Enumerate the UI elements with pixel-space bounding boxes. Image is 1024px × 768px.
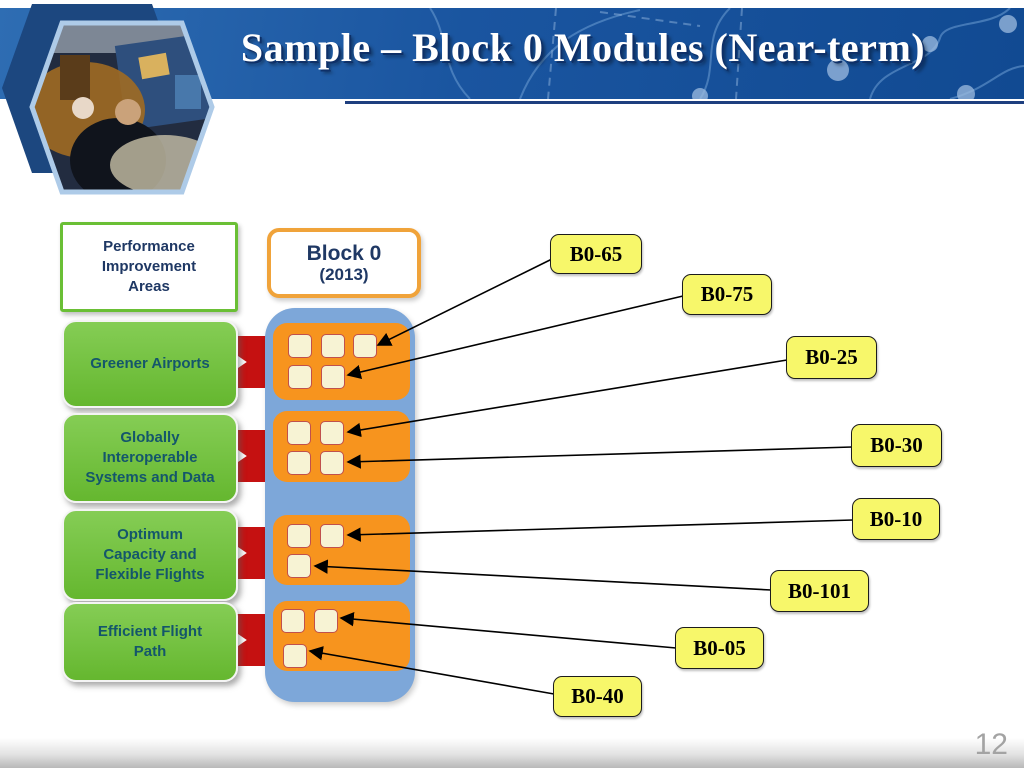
module-group-1: [273, 323, 410, 400]
module-square: [287, 451, 311, 475]
area-globally-interoperable: Globally Interoperable Systems and Data: [62, 413, 238, 503]
banner-map-pattern: [429, 8, 1024, 99]
module-square: [288, 334, 312, 358]
slide-title: Sample – Block 0 Modules (Near-term): [240, 25, 926, 70]
module-square-b0-101: [287, 554, 311, 578]
callout-b0-40: B0-40: [553, 676, 642, 717]
block0-header: Block 0 (2013): [267, 228, 421, 298]
module-group-4: [273, 601, 410, 671]
block0-title: Block 0: [306, 241, 382, 265]
module-square: [287, 421, 311, 445]
bottom-gradient-band: [0, 738, 1024, 768]
module-square-b0-05: [314, 609, 338, 633]
module-square-b0-10: [320, 524, 344, 548]
performance-improvement-areas-header: Performance Improvement Areas: [60, 222, 238, 312]
callout-b0-65: B0-65: [550, 234, 642, 274]
callout-b0-30: B0-30: [851, 424, 942, 467]
area-greener-airports: Greener Airports: [62, 320, 238, 408]
callout-b0-101: B0-101: [770, 570, 869, 612]
module-square: [281, 609, 305, 633]
module-square-b0-75: [321, 365, 345, 389]
header-photo-hexagon: [0, 0, 235, 205]
block0-year: (2013): [319, 264, 369, 284]
module-square: [288, 365, 312, 389]
module-group-2: [273, 411, 410, 482]
callout-b0-05: B0-05: [675, 627, 764, 669]
module-square-b0-30: [320, 451, 344, 475]
callout-b0-10: B0-10: [852, 498, 940, 540]
module-square-b0-65: [353, 334, 377, 358]
callout-b0-75: B0-75: [682, 274, 772, 315]
module-group-3: [273, 515, 410, 585]
page-number: 12: [974, 728, 1008, 761]
module-square: [321, 334, 345, 358]
callout-b0-25: B0-25: [786, 336, 877, 379]
module-square-b0-25: [320, 421, 344, 445]
area-efficient-flight-path: Efficient Flight Path: [62, 602, 238, 682]
area-optimum-capacity: Optimum Capacity and Flexible Flights: [62, 509, 238, 601]
banner-underline: [345, 101, 1024, 104]
module-square-b0-40: [283, 644, 307, 668]
module-square: [287, 524, 311, 548]
control-room-photo: [32, 23, 212, 192]
block0-container: [265, 308, 415, 702]
